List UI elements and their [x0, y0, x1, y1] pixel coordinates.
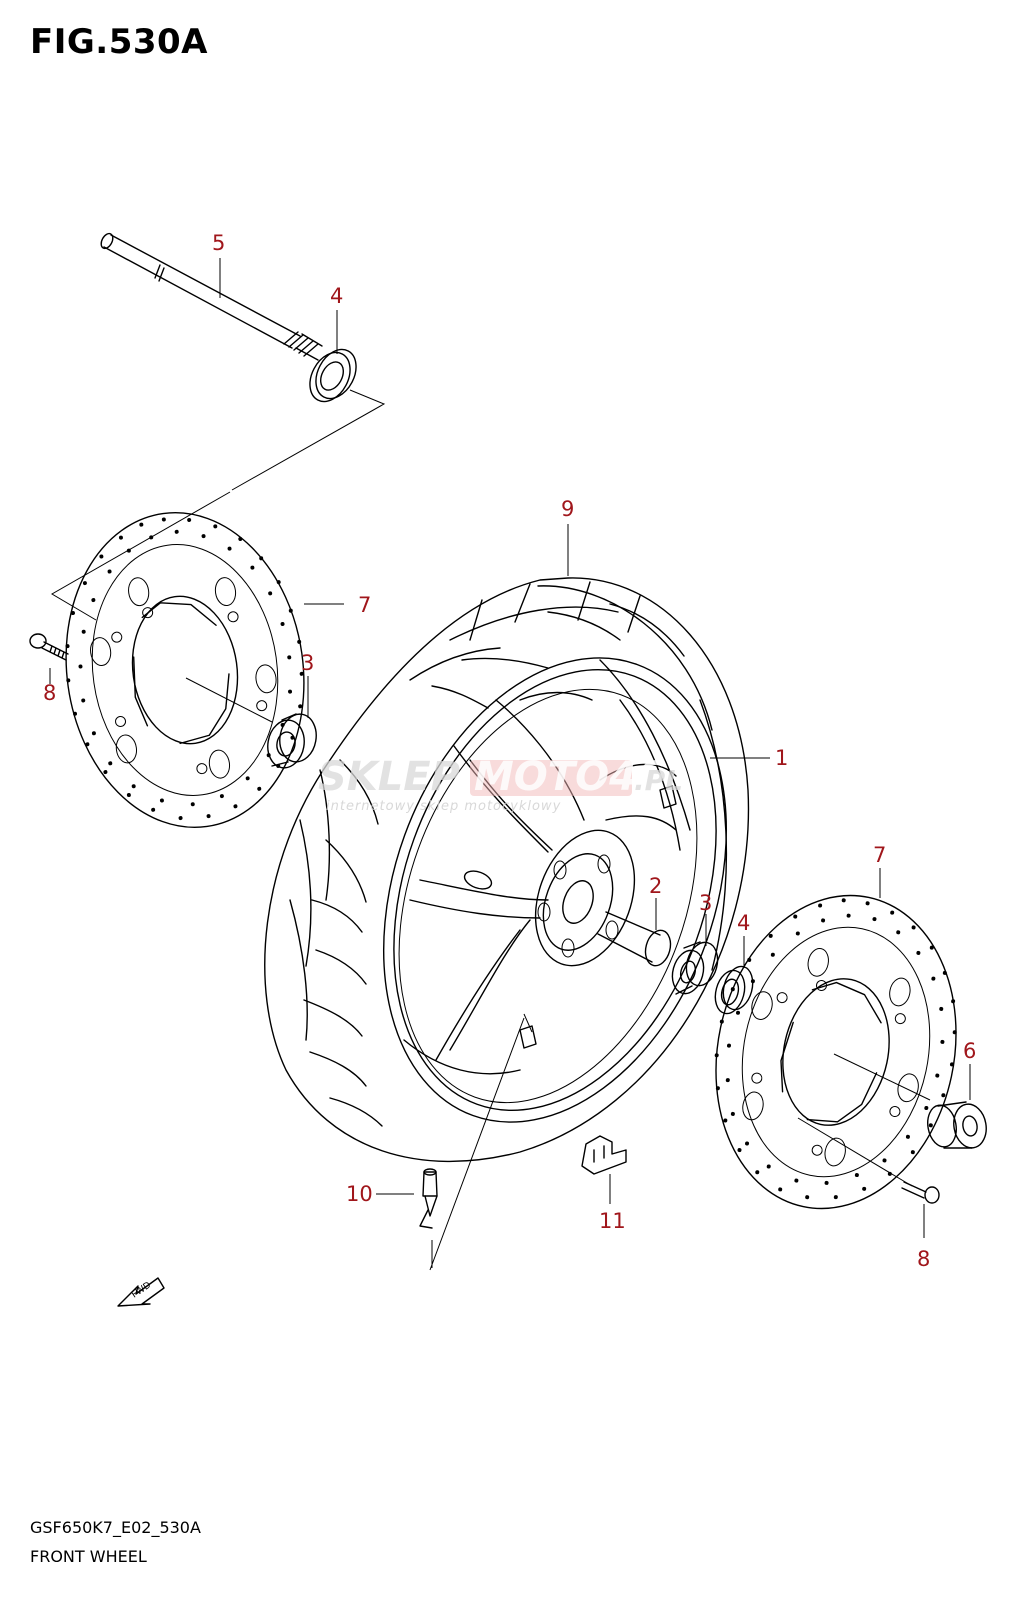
callout-4-left: 4	[330, 284, 343, 308]
fwd-arrow-icon: FWD	[117, 1277, 165, 1307]
callout-3-left: 3	[301, 651, 314, 675]
figure-title: FIG.530A	[30, 22, 208, 62]
valve	[419, 1168, 438, 1229]
collar	[927, 1101, 987, 1149]
oil-seal-left	[309, 348, 357, 403]
callout-8-right: 8	[917, 1247, 930, 1271]
bearing-left	[267, 713, 317, 769]
watermark-domain: .PL	[634, 764, 683, 797]
disc-bolt-left	[29, 633, 69, 661]
callout-9: 9	[561, 497, 574, 521]
callout-10: 10	[346, 1182, 373, 1206]
valve-leader	[429, 1013, 533, 1271]
callout-11: 11	[599, 1209, 626, 1233]
brake-disc-left	[65, 511, 305, 829]
callout-7-left: 7	[358, 593, 371, 617]
watermark-tagline: internetowy sklep motocyklowy	[326, 799, 561, 814]
watermark-brand-right: MOTO46	[474, 754, 665, 800]
callout-8-left: 8	[43, 681, 56, 705]
callout-2: 2	[649, 874, 662, 898]
callout-leaders	[49, 258, 971, 1238]
bearing-right	[671, 941, 719, 995]
callout-7-right: 7	[873, 843, 886, 867]
wheel-rim	[383, 657, 727, 1123]
callout-6: 6	[963, 1039, 976, 1063]
right-disc-axis-line	[833, 1053, 931, 1101]
callout-5: 5	[212, 231, 225, 255]
watermark-brand-left: SKLEP	[318, 754, 460, 800]
callout-3-right: 3	[699, 891, 712, 915]
figure-code: GSF650K7_E02_530A	[30, 1518, 201, 1537]
axle	[100, 232, 323, 361]
brake-disc-right	[714, 894, 957, 1210]
disc-bolt-right	[797, 1117, 940, 1204]
axle-sight-line	[51, 389, 386, 621]
tire	[264, 577, 750, 1163]
callout-1: 1	[775, 746, 788, 770]
left-disc-axis-line	[185, 677, 273, 723]
callout-labels: 5 4 9 7 3 8 1 2 3 4 7 6 8 10 11	[43, 231, 976, 1271]
spacer	[597, 911, 672, 967]
watermark: SKLEP MOTO46 .PL internetowy sklep motoc…	[318, 754, 683, 814]
callout-4-right: 4	[737, 911, 750, 935]
figure-name: FRONT WHEEL	[30, 1547, 147, 1566]
balancer-weight	[581, 1135, 627, 1175]
